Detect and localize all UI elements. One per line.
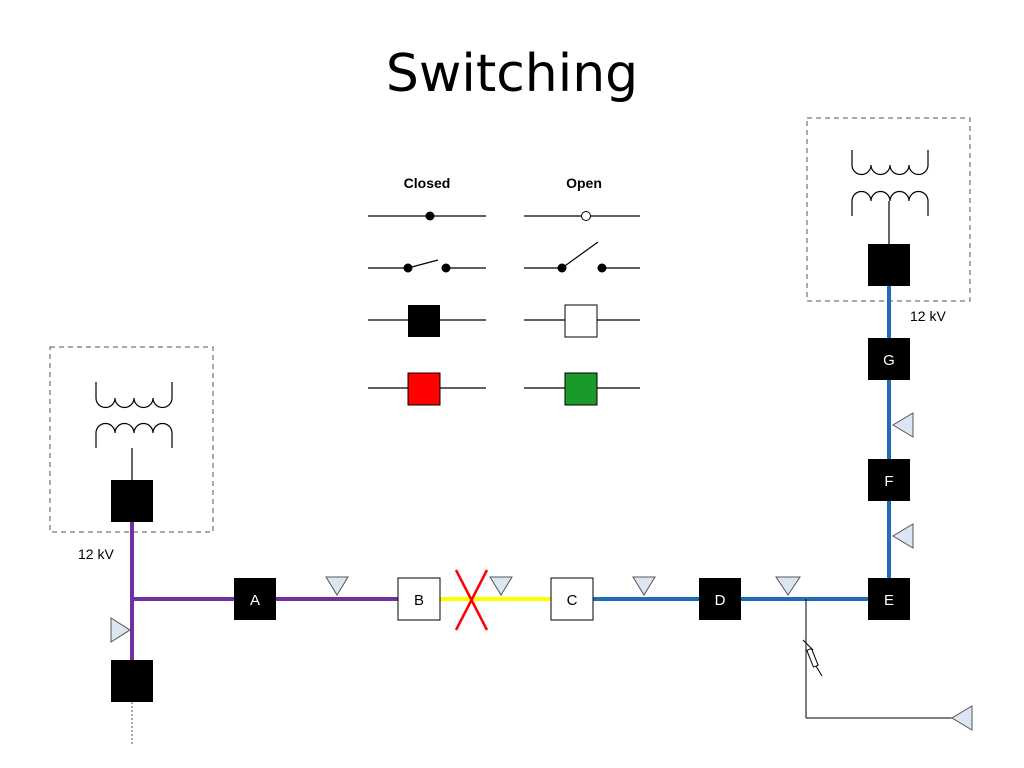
left-transformer-icon	[95, 382, 173, 480]
switch-a: A	[234, 578, 276, 620]
left-source-breaker	[111, 480, 153, 522]
right-voltage-label: 12 kV	[910, 308, 946, 324]
load-triangle-icon	[325, 576, 349, 596]
feeder	[130, 286, 891, 744]
switch-g-label: G	[883, 352, 895, 369]
legend: Closed Open	[368, 175, 640, 406]
fuse-icon	[802, 639, 823, 677]
lower-left-breaker	[111, 660, 153, 702]
legend-open-heading: Open	[566, 175, 602, 191]
load-triangle-icon	[892, 412, 914, 438]
switch-c: C	[550, 577, 594, 621]
load-triangle-icon	[110, 617, 131, 643]
right-source-breaker	[868, 244, 910, 286]
legend-open-knife-switch	[524, 241, 640, 273]
load-triangle-icon	[951, 705, 973, 731]
switch-c-label: C	[567, 592, 578, 609]
left-substation	[49, 346, 214, 533]
switch-e: E	[868, 578, 910, 620]
fault-x-icon	[454, 569, 489, 631]
left-voltage-label: 12 kV	[78, 546, 114, 562]
loads	[110, 412, 973, 731]
legend-open-breaker	[524, 304, 640, 338]
load-triangle-icon	[892, 523, 914, 549]
load-triangle-icon	[489, 576, 513, 596]
switch-d: D	[699, 578, 741, 620]
legend-closed-breaker	[368, 305, 486, 337]
legend-closed-dot-switch	[368, 211, 486, 221]
load-triangle-icon	[632, 576, 656, 596]
switch-d-label: D	[715, 592, 726, 609]
legend-closed-breaker-red	[368, 372, 486, 406]
right-transformer-icon	[851, 150, 929, 244]
legend-open-breaker-green	[524, 372, 640, 406]
fused-lateral	[802, 599, 958, 719]
page-title: Switching	[385, 44, 639, 104]
left-substation-boundary	[49, 346, 214, 533]
switch-f-label: F	[884, 473, 893, 490]
right-substation	[806, 117, 971, 302]
load-triangle-icon	[775, 576, 801, 596]
switch-e-label: E	[884, 592, 894, 609]
legend-closed-knife-switch	[368, 259, 486, 273]
switch-f: F	[868, 459, 910, 501]
switch-g: G	[868, 338, 910, 380]
legend-closed-heading: Closed	[404, 175, 451, 191]
switch-b-label: B	[414, 592, 424, 609]
switch-a-label: A	[250, 592, 260, 609]
switch-b: B	[397, 577, 441, 621]
legend-open-dot-switch	[524, 211, 640, 221]
